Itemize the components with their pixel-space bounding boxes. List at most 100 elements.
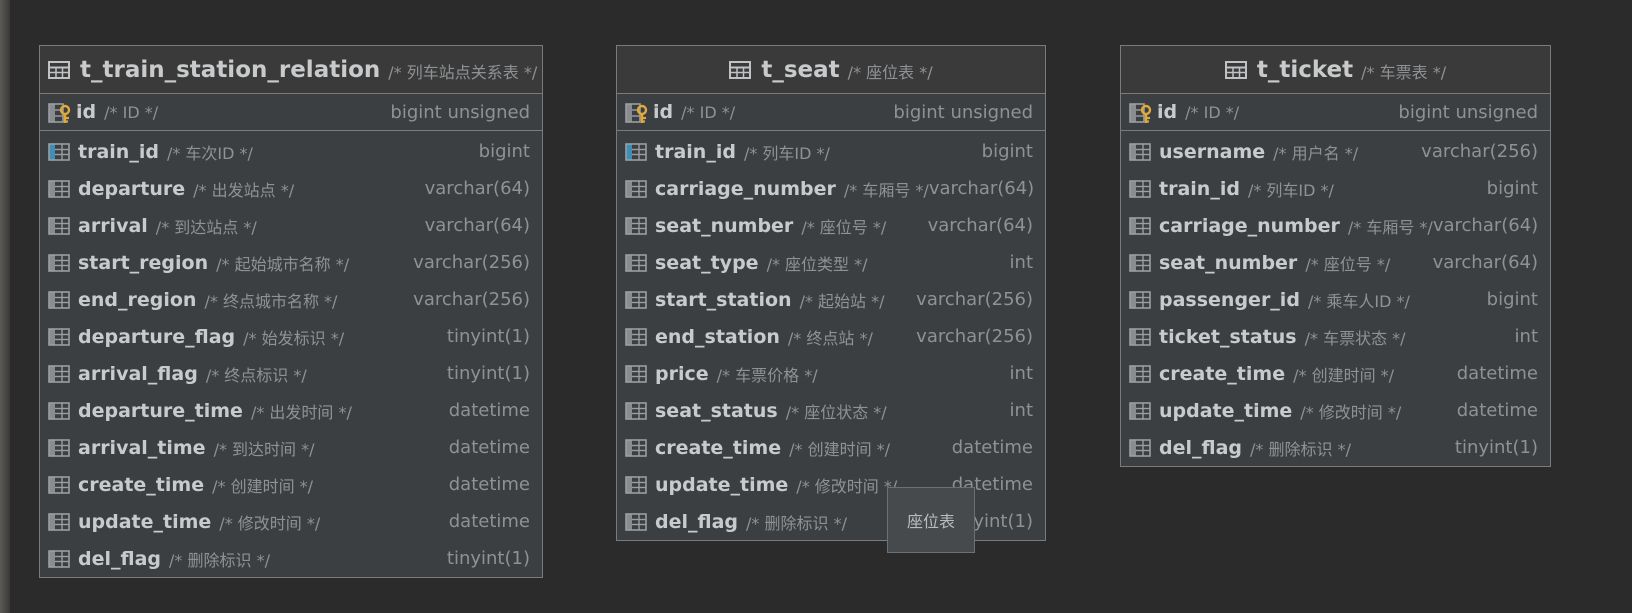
column-row[interactable]: update_time/* 修改时间 */datetime: [617, 466, 1045, 503]
column-row[interactable]: train_id/* 列车ID */bigint: [1121, 170, 1550, 207]
primary-key-icon: [48, 102, 72, 123]
column-row[interactable]: update_time /* 修改时间 */ datetime: [1121, 392, 1550, 429]
column-row[interactable]: departure/* 出发站点 */varchar(64): [40, 170, 542, 207]
column-comment: /* 删除标识 */: [169, 550, 270, 570]
column-icon: [1129, 327, 1151, 347]
column-name: username: [1159, 140, 1266, 163]
column-icon: [48, 216, 70, 236]
column-row[interactable]: end_station/* 终点站 */varchar(256): [617, 318, 1045, 355]
column-name: create_time: [78, 473, 205, 496]
column-icon: [625, 216, 647, 236]
column-type: bigint: [1486, 289, 1538, 310]
column-comment: /* 修改时间 */: [796, 476, 898, 496]
column-name: price: [655, 362, 709, 385]
table-name: t_train_station_relation: [80, 56, 381, 83]
column-type: varchar(256): [413, 252, 530, 273]
column-type: datetime: [1456, 363, 1538, 384]
column-icon: [1129, 401, 1151, 421]
column-row[interactable]: departure_time/* 出发时间 */datetime: [40, 392, 542, 429]
primary-key-row[interactable]: id/* ID */bigint unsigned: [40, 94, 542, 131]
column-comment: /* 修改时间 */: [219, 513, 321, 533]
column-type: varchar(64): [1432, 252, 1538, 273]
column-row[interactable]: seat_number/* 座位号 */varchar(64): [617, 207, 1045, 244]
column-name: id: [653, 101, 674, 123]
column-comment: /* 删除标识 */: [1250, 439, 1351, 459]
column-icon: [1129, 253, 1151, 273]
column-name: del_flag: [1159, 436, 1243, 459]
column-row[interactable]: carriage_number/* 车厢号 */varchar(64): [1121, 207, 1550, 244]
table-node-t-train-station-relation[interactable]: t_train_station_relation/* 列车站点关系表 */id/…: [39, 45, 543, 578]
column-name: update_time: [1159, 399, 1293, 422]
column-icon: [1129, 179, 1151, 199]
column-type: tinyint(1): [446, 548, 530, 569]
column-row[interactable]: del_flag/* 删除标识 */tinyint(1): [40, 540, 542, 577]
table-node-t-seat[interactable]: t_seat/* 座位表 */id/* ID */bigint unsigned…: [616, 45, 1046, 541]
column-row[interactable]: train_id/* 车次ID */bigint: [40, 133, 542, 170]
column-list: username/* 用户名 */varchar(256)train_id/* …: [1121, 131, 1550, 466]
table-header[interactable]: t_train_station_relation/* 列车站点关系表 */: [40, 46, 542, 94]
table-header[interactable]: t_seat/* 座位表 */: [617, 46, 1045, 94]
column-row[interactable]: create_time/* 创建时间 */datetime: [40, 466, 542, 503]
column-icon: [48, 549, 70, 569]
editor-edge: [0, 0, 10, 613]
column-icon: [625, 179, 647, 199]
column-row[interactable]: del_flag/* 删除标识 */tinyint(1): [1121, 429, 1550, 466]
column-row[interactable]: ticket_status/* 车票状态 */int: [1121, 318, 1550, 355]
column-row[interactable]: seat_status/* 座位状态 */int: [617, 392, 1045, 429]
column-icon: [48, 179, 70, 199]
column-row[interactable]: start_station/* 起始站 */varchar(256): [617, 281, 1045, 318]
column-type: tinyint(1): [446, 326, 530, 347]
column-row[interactable]: update_time/* 修改时间 */datetime: [40, 503, 542, 540]
column-comment: /* 车次ID */: [166, 143, 253, 163]
column-row[interactable]: carriage_number/* 车厢号 */varchar(64): [617, 170, 1045, 207]
column-name: arrival_time: [78, 436, 206, 459]
column-row[interactable]: passenger_id/* 乘车人ID */bigint: [1121, 281, 1550, 318]
column-type: bigint: [478, 141, 530, 162]
column-row[interactable]: create_time/* 创建时间 */datetime: [617, 429, 1045, 466]
column-type: datetime: [1456, 400, 1538, 421]
column-type: datetime: [448, 437, 530, 458]
column-comment: /* 座位类型 */: [766, 254, 868, 274]
column-comment: /* 起始城市名称 */: [216, 254, 350, 274]
column-type: datetime: [448, 400, 530, 421]
table-header[interactable]: t_ticket/* 车票表 */: [1121, 46, 1550, 94]
column-icon: [625, 327, 647, 347]
column-name: carriage_number: [655, 177, 836, 200]
column-comment: /* 始发标识 */: [243, 328, 345, 348]
column-row[interactable]: train_id/* 列车ID */bigint: [617, 133, 1045, 170]
column-comment: /* 创建时间 */: [212, 476, 314, 496]
column-comment: /* ID */: [104, 102, 159, 122]
column-comment: /* 修改时间 */: [1300, 402, 1402, 422]
column-row[interactable]: price/* 车票价格 */int: [617, 355, 1045, 392]
column-row[interactable]: del_flag/* 删除标识 */tinyint(1): [617, 503, 1045, 540]
column-icon: [625, 253, 647, 273]
column-comment: /* 出发站点 */: [193, 180, 295, 200]
column-icon: [625, 401, 647, 421]
column-row[interactable]: seat_number/* 座位号 */varchar(64): [1121, 244, 1550, 281]
column-comment: /* 车厢号 */: [1347, 217, 1433, 237]
column-name: update_time: [655, 473, 789, 496]
column-row[interactable]: seat_type/* 座位类型 */int: [617, 244, 1045, 281]
column-row[interactable]: end_region/* 终点城市名称 */varchar(256): [40, 281, 542, 318]
column-row[interactable]: arrival_time/* 到达时间 */datetime: [40, 429, 542, 466]
column-name: id: [1157, 101, 1178, 123]
column-row[interactable]: arrival/* 到达站点 */varchar(64): [40, 207, 542, 244]
column-name: end_station: [655, 325, 780, 348]
column-row[interactable]: create_time/* 创建时间 */datetime: [1121, 355, 1550, 392]
column-comment: /* 出发时间 */: [250, 402, 352, 422]
primary-key-row[interactable]: id/* ID */bigint unsigned: [1121, 94, 1550, 131]
column-name: seat_number: [655, 214, 794, 237]
table-comment-tooltip: 座位表: [887, 487, 975, 553]
column-row[interactable]: arrival_flag/* 终点标识 */tinyint(1): [40, 355, 542, 392]
primary-key-row[interactable]: id/* ID */bigint unsigned: [617, 94, 1045, 131]
table-node-t-ticket[interactable]: t_ticket/* 车票表 */id/* ID */bigint unsign…: [1120, 45, 1551, 467]
column-name: seat_status: [655, 399, 778, 422]
column-row[interactable]: departure_flag/* 始发标识 */tinyint(1): [40, 318, 542, 355]
column-row[interactable]: start_region/* 起始城市名称 */varchar(256): [40, 244, 542, 281]
column-icon: [625, 475, 647, 495]
column-name: create_time: [1159, 362, 1286, 385]
column-comment: /* 到达站点 */: [155, 217, 257, 237]
column-type: bigint unsigned: [390, 101, 530, 123]
column-row[interactable]: username/* 用户名 */varchar(256): [1121, 133, 1550, 170]
